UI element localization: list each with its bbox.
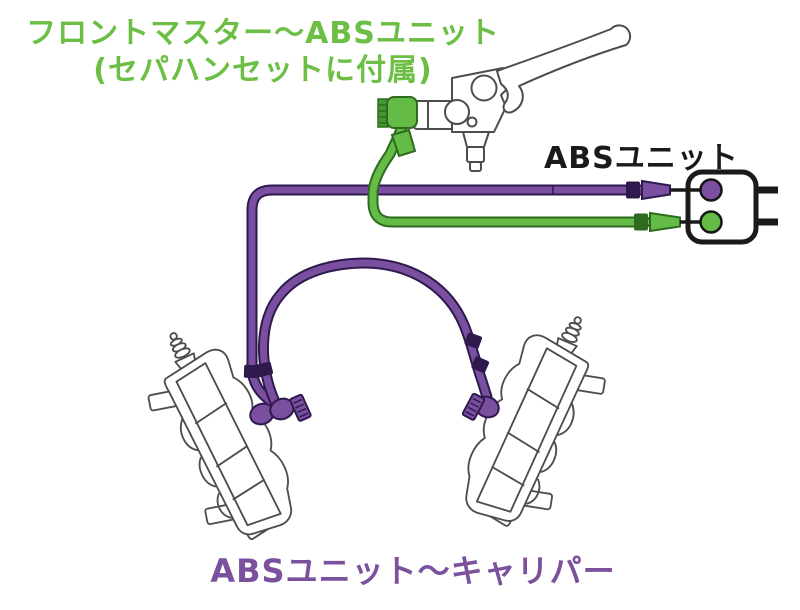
front-master-hose-label: フロントマスター〜ABSユニット (セパハンセットに付属): [0, 16, 526, 90]
green-hose-end-fitting: [649, 211, 681, 233]
banjo-bolt-head: [461, 392, 486, 421]
abs-pin-bottom: [754, 218, 778, 226]
purple-hose-end-fitting: [641, 179, 671, 201]
hose-sleeve: [243, 364, 261, 379]
banjo-fittings-left-caliper: [249, 393, 312, 426]
brake-lever: [496, 24, 632, 114]
abs-pin-top: [754, 186, 778, 194]
hose-master-to-abs: [367, 118, 703, 233]
abs-to-caliper-hose-label: ABSユニット〜キャリパー: [210, 552, 616, 590]
front-master-hose-label-line1: フロントマスター〜ABSユニット: [26, 16, 500, 51]
hose-abs-to-caliper: [243, 179, 703, 408]
hose-sleeve: [464, 332, 483, 349]
left-brake-caliper: [124, 313, 309, 557]
hose-crimp: [634, 213, 648, 231]
hose-caliper-crossover: [256, 257, 493, 410]
front-master-hose-label-line2: (セパハンセットに付属): [93, 52, 433, 88]
adjuster-pin: [466, 116, 478, 128]
abs-unit-label: ABSユニット: [544, 141, 739, 176]
abs-port-master-side: [699, 210, 723, 234]
hose-sleeve: [471, 356, 490, 374]
banjo-fitting-right-caliper: [461, 392, 500, 421]
banjo-fitting-master: [377, 96, 418, 129]
banjo-body: [386, 96, 418, 129]
front-master-cylinder: [413, 24, 632, 172]
hose-sleeve: [256, 361, 274, 378]
abs-unit: [685, 169, 778, 245]
banjo-bolt-head: [289, 393, 312, 422]
lever-pivot: [470, 74, 498, 102]
outlet-neck: [462, 131, 490, 148]
outlet-bolt: [466, 146, 485, 163]
clamp-bolt-boss: [444, 99, 470, 125]
abs-unit-body: [685, 169, 759, 245]
outlet-bolt-cap: [469, 161, 482, 172]
hose-crimp: [626, 181, 640, 199]
abs-port-caliper-side: [699, 178, 723, 202]
hose-collar: [390, 128, 417, 158]
